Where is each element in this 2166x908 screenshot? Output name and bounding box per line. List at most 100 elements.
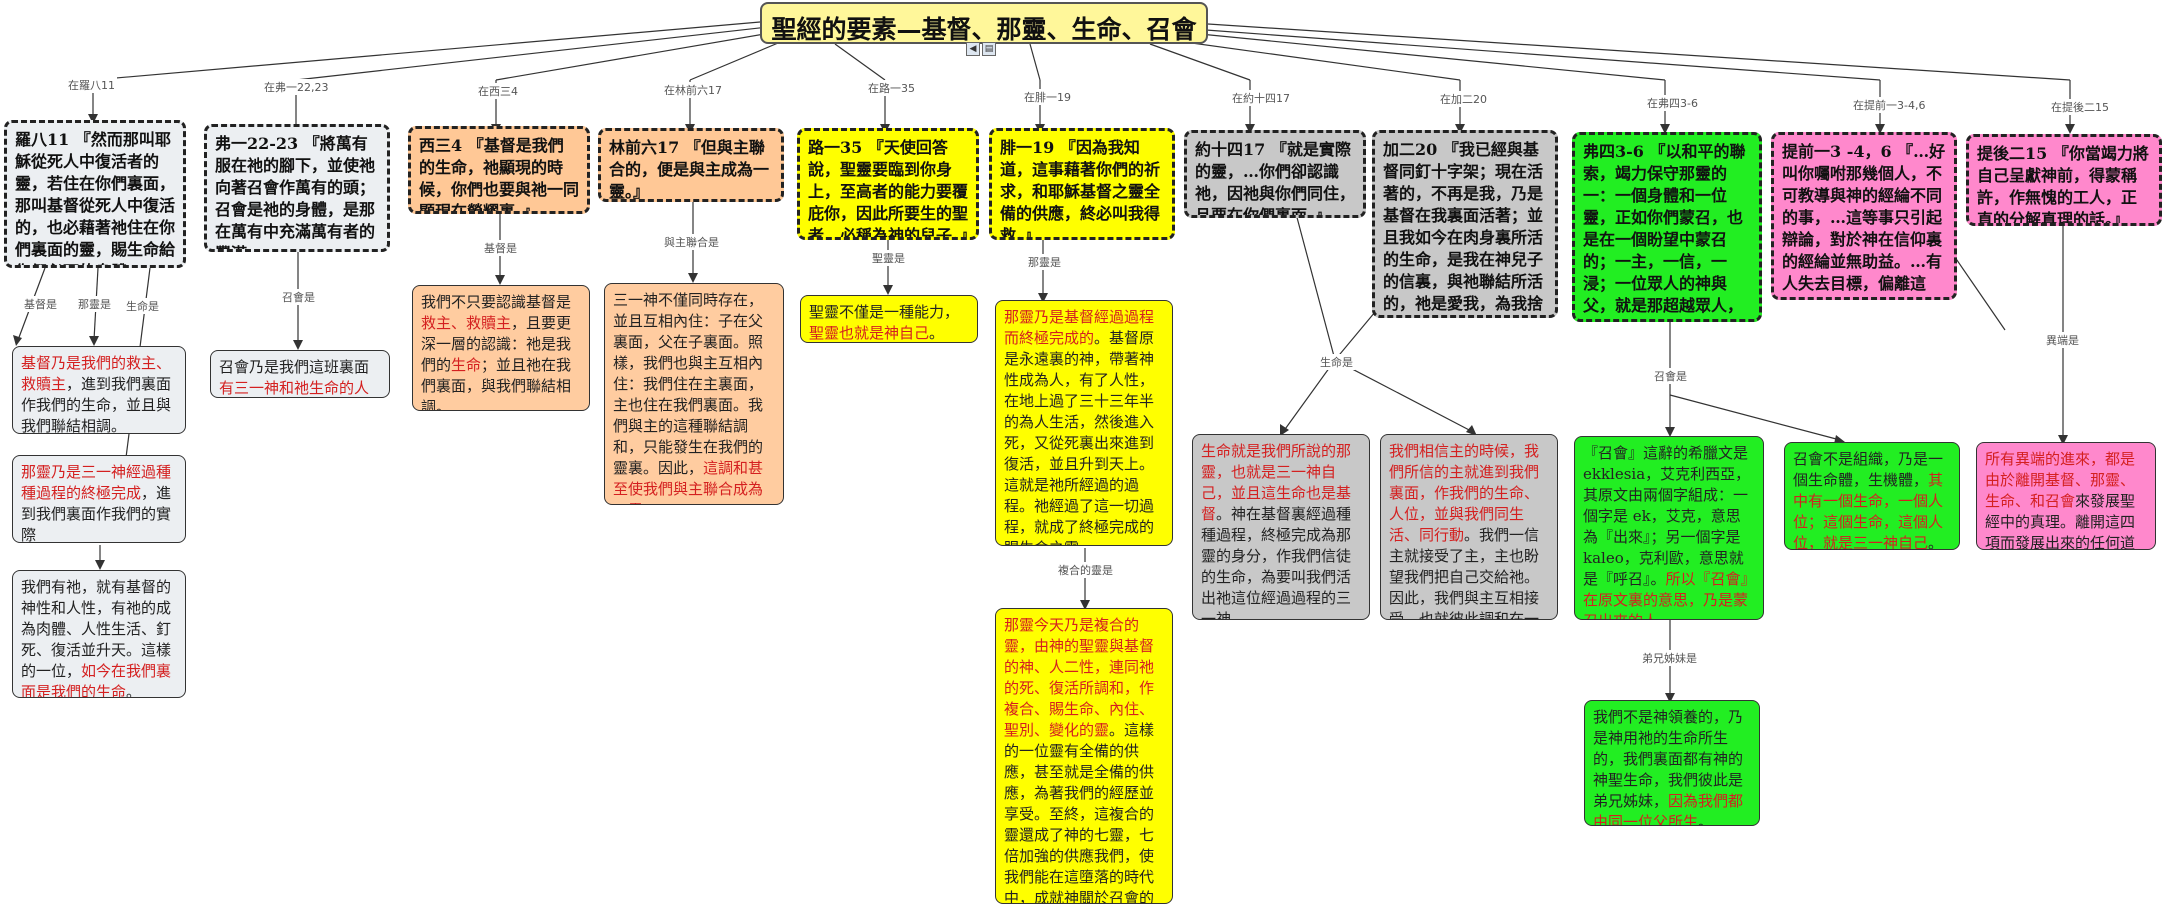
verse-text: 西三4 『基督是我們的生命，祂顯現的時候，你們也要與祂一同顯現在榮耀裏。』 [419,136,580,214]
verse-cor617[interactable]: 林前六17 『但與主聯合的，便是與主成為一靈。』 [598,128,784,202]
verse-col34[interactable]: 西三4 『基督是我們的生命，祂顯現的時候，你們也要與祂一同顯現在榮耀裏。』 [408,126,590,214]
note-text: ；並且祂在我們裏面，與我們聯結相調。 [421,356,572,411]
note-christ-savior[interactable]: 基督乃是我們的救主、救贖主，進到我們裏面作我們的生命，並且與我們聯結相調。 [12,346,186,434]
relation-label: 召會是 [1652,368,1689,384]
note-text: 召會不是組織，乃是一個生命體，生機體， [1793,450,1944,489]
note-text: 召會乃是我們這班裏面 [219,358,370,376]
note-highlight: 基督乃是我們的救主、救贖主 [21,354,172,393]
edge-label: 在加二20 [1438,91,1489,107]
note-text: 。我們一信主就接受了主，主也盼望我們把自己交給祂。因此，我們與主互相接受，也就彼… [1389,526,1540,620]
verse-text: 林前六17 『但與主聯合的，便是與主成為一靈。』 [609,138,770,201]
note-text: 三一神不僅同時存在，並且互相內住：子在父裏面，父在子裏面。照樣，我們也與主互相內… [613,291,764,477]
root-topic[interactable]: 聖經的要素—基督、那靈、生命、召會 [760,2,1208,44]
note-text: 我們不是神領養的，乃是神用祂的生命所生的，我們裏面都有神的神聖生命，我們彼此是弟… [1593,708,1744,810]
verse-eph1[interactable]: 弗一22-23 『將萬有服在祂的腳下，並使祂向著召會作萬有的頭；召會是祂的身體，… [204,124,390,252]
verse-text: 腓一19 『因為我知道，這事藉著你們的祈求，和耶穌基督之靈全備的供應，終必叫我得… [1000,138,1161,240]
verse-phil119[interactable]: 腓一19 『因為我知道，這事藉著你們的祈求，和耶穌基督之靈全備的供應，終必叫我得… [989,128,1175,240]
relation-label: 那靈是 [76,296,113,312]
edge-label: 在西三4 [476,83,520,99]
edge-label: 在約十四17 [1230,90,1292,106]
note-highlight: 聖靈也就是神自己 [809,324,930,342]
note-text: ，且要更深一層的認識：祂是我們的 [421,314,572,374]
verse-text: 路一35 『天使回答說，聖靈要臨到你身上，至高者的能力要覆庇你，因此所要生的聖者… [808,138,977,240]
note-text: 聖靈不僅是一種能力， [809,303,960,321]
root-icons: ◀▤ [966,36,998,56]
relation-label: 複合的靈是 [1056,562,1115,578]
note-church-people[interactable]: 召會乃是我們這班裏面有三一神和祂生命的人 [210,350,390,398]
note-highlight: 那靈乃是基督經過過程而終極完成的 [1004,308,1155,347]
note-text: 。神在基督裏經過種種過程，終極完成為那靈的身分，作我們信徒的生命，為要叫我們活出… [1201,505,1352,620]
note-life-is-spirit[interactable]: 生命就是我們所說的那靈，也就是三一神自己，並且這生命也是基督。神在基督裏經過種種… [1192,434,1370,620]
note-text: 。基督原是永遠裏的神，帶著神性成為人，有了人性，在地上過了三十三年半的為人生活，… [1004,329,1155,545]
note-icon[interactable]: ▤ [982,42,996,56]
note-brothers-sisters[interactable]: 我們不是神領養的，乃是神用祂的生命所生的，我們裏面都有神的神聖生命，我們彼此是弟… [1584,700,1760,826]
verse-ro811[interactable]: 羅八11 『然而那叫耶穌從死人中復活者的靈，若住在你們裏面，那叫基督從死人中復活… [4,120,186,268]
note-text: 來發展聖經中的真理。離開這四項而發展出來的任何道理，都會產生異端或分裂。 [1985,492,2136,550]
note-text: 。 [126,683,142,698]
note-life-in-us[interactable]: 我們有祂，就有基督的神性和人性，有祂的成為肉體、人性生活、釘死、復活並升天。這樣… [12,570,186,698]
verse-text: 提後二15 『你當竭力將自己呈獻神前，得蒙稱許，作無愧的工人，正直的分解真理的話… [1977,144,2149,226]
verse-john1417[interactable]: 約十四17 『就是實際的靈，…你們卻認識祂，因祂與你們同住，且要在你們裏面。』 [1184,130,1366,218]
verse-tim1[interactable]: 提前一3 -4，6 『…好叫你囑咐那幾個人，不可教導與神的經綸不同的事，…這等事… [1771,132,1957,300]
verse-tim2[interactable]: 提後二15 『你當竭力將自己呈獻神前，得蒙稱許，作無愧的工人，正直的分解真理的話… [1966,134,2162,226]
note-mingled-with-lord[interactable]: 我們相信主的時候，我們所信的主就進到我們裏面，作我們的生命、人位，並與我們同生活… [1380,434,1558,620]
note-holy-spirit-god[interactable]: 聖靈不僅是一種能力， 聖靈也就是神自己。 [800,295,978,343]
relation-label: 生命是 [124,298,161,314]
note-text: 。祂是召會一的元素，所以召會是不可分的。 [1928,534,1944,550]
verse-text: 加二20 『我已經與基督同釘十字架；現在活著的，不再是我，乃是基督在我裏面活著；… [1383,140,1544,313]
relation-label: 生命是 [1318,354,1355,370]
relation-label: 與主聯合是 [662,234,721,250]
note-heresy[interactable]: 所有異端的進來，都是由於離開基督、那靈、生命、和召會來發展聖經中的真理。離開這四… [1976,442,2156,550]
note-highlight: 如今在我們裏面是我們的生命 [21,662,172,698]
relation-label: 聖靈是 [870,250,907,266]
note-highlight: 有三一神和祂生命的人 [219,379,370,397]
note-text: 。 [1698,813,1714,826]
note-text: 我們不只要認識基督是 [421,293,572,311]
edge-label: 在腓一19 [1022,89,1073,105]
edge-label: 在路一35 [866,80,917,96]
verse-text: 弗四3-6 『以和平的聯索，竭力保守那靈的一：一個身體和一位靈，正如你們蒙召，也… [1583,142,1746,319]
note-highlight: 生命就是我們所說的那靈，也就是三一神自己，並且這生命也是基督 [1201,442,1352,523]
relation-label: 基督是 [22,296,59,312]
verse-gal220[interactable]: 加二20 『我已經與基督同釘十字架；現在活著的，不再是我，乃是基督在我裏面活著；… [1372,130,1558,318]
edge-label: 在提前一3-4,6 [1851,97,1928,113]
note-text: ，進到我們裏面作我們的生命，並且與我們聯結相調。 [21,375,172,434]
edge-label: 在弗一22,23 [262,79,331,95]
note-highlight: 生命 [451,356,482,374]
note-text: 我們有祂，就有基督的神性和人性，有祂的成為肉體、人性生活、釘死、復活並升天。這樣… [21,578,172,680]
note-church-organism[interactable]: 召會不是組織，乃是一個生命體，生機體，其中有一個生命，一個人位；這個生命，這個人… [1784,442,1960,550]
note-text: 『召會』這辭的希臘文是 ekklesia，艾克利西亞，其原文由兩個字組成：一個字… [1583,444,1751,588]
note-highlight: 因為我們都由同一位父所生 [1593,792,1744,826]
relation-label: 異端是 [2044,332,2081,348]
edge-label: 在提後二15 [2049,99,2111,115]
note-highlight: 我們相信主的時候，我們所信的主就進到我們裏面，作我們的生命、人位，並與我們同生活… [1389,442,1540,544]
note-spirit-consummation[interactable]: 那靈乃是三一神經過種種過程的終極完成，進到我們裏面作我們的實際 [12,455,186,543]
note-text: 。 [929,324,945,342]
root-title: 聖經的要素—基督、那靈、生命、召會 [771,15,1197,44]
relation-label: 召會是 [280,289,317,305]
note-one-spirit[interactable]: 三一神不僅同時存在，並且互相內住：子在父裏面，父在子裏面。照樣，我們也與主互相內… [604,283,784,505]
verse-text: 約十四17 『就是實際的靈，…你們卻認識祂，因祂與你們同住，且要在你們裏面。』 [1195,140,1356,218]
relation-label: 弟兄姊妹是 [1640,650,1699,666]
verse-text: 提前一3 -4，6 『…好叫你囑咐那幾個人，不可教導與神的經綸不同的事，…這等事… [1782,142,1950,297]
note-christ-our-life[interactable]: 我們不只要認識基督是救主、救贖主，且要更深一層的認識：祂是我們的生命；並且祂在我… [412,285,590,411]
note-highlight: 那靈乃是三一神經過種種過程的終極完成 [21,463,172,502]
note-ekklesia[interactable]: 『召會』這辭的希臘文是 ekklesia，艾克利西亞，其原文由兩個字組成：一個字… [1574,436,1764,620]
note-compound-spirit[interactable]: 那靈今天乃是複合的靈，由神的聖靈與基督的神、人二性，連同祂的死、復活所調和，作複… [995,608,1173,904]
edge-label: 在弗四3-6 [1645,95,1700,111]
verse-text: 羅八11 『然而那叫耶穌從死人中復活者的靈，若住在你們裏面，那叫基督從死人中復活… [15,130,176,265]
verse-eph436[interactable]: 弗四3-6 『以和平的聯索，竭力保守那靈的一：一個身體和一位靈，正如你們蒙召，也… [1572,132,1762,322]
note-text: 。 [643,501,658,504]
note-highlight: 所以『召會』在原文裏的意思，乃是蒙召出來的人 [1583,570,1749,619]
relation-label: 那靈是 [1026,254,1063,270]
verse-text: 弗一22-23 『將萬有服在祂的腳下，並使祂向著召會作萬有的頭；召會是祂的身體，… [215,134,376,249]
note-highlight: 救主、救贖主 [421,314,512,332]
note-spirit-consummated[interactable]: 那靈乃是基督經過過程而終極完成的。基督原是永遠裏的神，帶著神性成為人，有了人性，… [995,300,1173,546]
verse-luke135[interactable]: 路一35 『天使回答說，聖靈要臨到你身上，至高者的能力要覆庇你，因此所要生的聖者… [797,128,979,240]
note-text: 。 [1658,612,1673,619]
note-text: 。這樣的一位靈有全備的供應，甚至就是全備的供應，為著我們的經歷並享受。至終，這複… [1004,721,1155,904]
note-highlight: 那靈今天乃是複合的靈，由神的聖靈與基督的神、人二性，連同祂的死、復活所調和，作複… [1004,616,1155,739]
edge-label: 在羅八11 [66,77,117,93]
speaker-icon[interactable]: ◀ [966,42,980,56]
relation-label: 基督是 [482,240,519,256]
